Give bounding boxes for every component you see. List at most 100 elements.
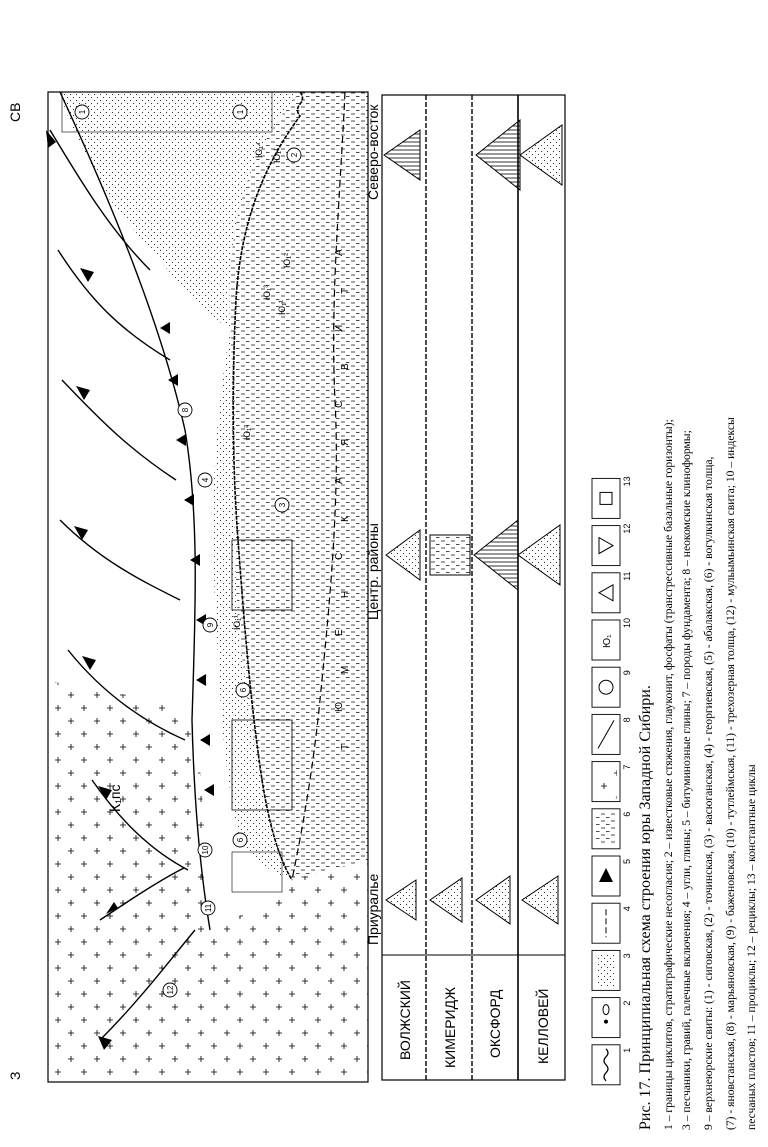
formation-letter: Е: [334, 629, 345, 636]
cycle-symbol-priuralye-4: [522, 876, 558, 924]
cycle-symbol-priuralye-2: [430, 878, 462, 922]
svg-text:6: 6: [239, 687, 248, 692]
horizon-index-icon: Ю₁: [592, 620, 620, 660]
svg-text:1: 1: [78, 109, 87, 114]
svg-text:Ю₁: Ю₁: [602, 634, 613, 648]
circled-index-icon: [592, 667, 620, 707]
formation-letter: Т: [340, 288, 351, 294]
circled-index: 8: [178, 403, 192, 417]
square-icon: [592, 478, 620, 518]
legend-number: 5: [622, 859, 632, 864]
formation-letter: И: [334, 325, 345, 332]
legend-number: 9: [622, 670, 632, 675]
black-triangle-icon: [592, 856, 620, 896]
region-header-northeast: Северо-восток: [365, 104, 381, 200]
caption-line-5: песчаных пластов; 11 – проциклы; 12 – ре…: [745, 764, 758, 1130]
legend-number: 12: [622, 524, 632, 534]
stage-volzhsky: ВОЛЖСКИЙ: [396, 980, 413, 1060]
svg-text:10: 10: [201, 845, 210, 854]
circled-index: 3: [275, 498, 289, 512]
legend-number: 3: [622, 953, 632, 958]
caption-line-3: 9 – верхнеюрские свиты: (1) - сиговская,…: [702, 456, 715, 1130]
horizon-label: Ю₁¹: [277, 300, 287, 315]
section-label: К₁пс: [107, 785, 123, 812]
legend-number: 11: [622, 571, 632, 580]
sand-dots-icon: [592, 950, 620, 990]
stage-table: Приуралье Центр. районы Северо-восток ВО…: [365, 95, 565, 1080]
triangle-down-icon: [592, 526, 620, 566]
circled-index: 2: [287, 148, 301, 162]
stage-oxford: ОКСФОРД: [487, 989, 503, 1058]
wavy-line-icon: [592, 1045, 620, 1085]
svg-text:8: 8: [181, 407, 190, 412]
svg-text:9: 9: [206, 622, 215, 627]
legend-number: 13: [622, 476, 632, 486]
cycle-symbol-ne-2: [476, 120, 520, 190]
legend-number: 1: [622, 1048, 632, 1053]
horizon-label: Ю₁²: [282, 253, 292, 268]
caption-line-1: 1 – границы циклитов, стратиграфические …: [662, 419, 675, 1130]
cycle-symbol-center-2: [430, 535, 470, 575]
formation-letter: А: [334, 249, 345, 256]
svg-text:6: 6: [236, 837, 245, 842]
caption-line-2: 3 – песчаники, гравий, галечные включени…: [680, 430, 693, 1130]
svg-text:11: 11: [204, 903, 213, 912]
formation-letter: С: [334, 553, 345, 560]
horizon-label: Ю₁²: [242, 425, 252, 440]
stage-kimeridge: КИМЕРИДЖ: [442, 987, 458, 1068]
caption-title: Рис. 17. Принципиальная схема строения ю…: [637, 685, 654, 1130]
cycle-symbol-priuralye-3: [476, 876, 510, 924]
formation-letter: Ю: [334, 702, 345, 712]
formation-letter: Т: [340, 744, 351, 750]
northeast-label: СВ: [7, 103, 23, 122]
cycle-symbol-center-4: [518, 525, 560, 585]
cycle-symbol-ne-1: [384, 130, 420, 180]
circled-index: 6: [236, 683, 250, 697]
caption-line-4: (7) - яновстанская, (8) - марьяновская, …: [724, 417, 737, 1130]
formation-letter: М: [340, 666, 351, 674]
west-label: З: [7, 1072, 23, 1080]
triangle-up-icon: [592, 573, 620, 613]
formation-letter: Н: [340, 591, 351, 598]
legend-number: 2: [622, 1001, 632, 1006]
region-header-priuralye: Приуралье: [365, 873, 381, 945]
stage-table-frame: [382, 95, 565, 1080]
circled-index: 1: [233, 105, 247, 119]
formation-letter: С: [334, 401, 345, 408]
region-header-center: Центр. районы: [365, 523, 381, 620]
svg-text:1: 1: [236, 109, 245, 114]
svg-text:12: 12: [166, 985, 175, 994]
concretion-dots-icon: [592, 998, 620, 1038]
formation-letter: Я: [340, 439, 351, 446]
formation-letter: В: [340, 363, 351, 370]
formation-letter: К: [340, 516, 351, 522]
formation-letter: А: [334, 477, 345, 484]
circled-index: 12: [163, 983, 177, 997]
horizon-label: Ю₁⁴: [254, 142, 264, 158]
legend-number: 6: [622, 812, 632, 817]
clay-dash-icon: [592, 809, 620, 849]
svg-text:2: 2: [290, 152, 299, 157]
circled-index: 1: [75, 105, 89, 119]
dash-lines-icon: [592, 903, 620, 943]
legend-number: 4: [622, 906, 632, 911]
legend-number: 10: [622, 618, 632, 628]
circled-index: 6: [233, 833, 247, 847]
circled-index: 4: [198, 473, 212, 487]
stage-kelloveian: КЕЛЛОВЕЙ: [534, 989, 551, 1065]
cycle-symbol-center-3: [474, 520, 518, 590]
caption: Рис. 17. Принципиальная схема строения ю…: [637, 417, 758, 1130]
svg-text:4: 4: [201, 477, 210, 482]
horizon-label: Ю₁¹: [272, 148, 282, 163]
svg-text:3: 3: [278, 502, 287, 507]
cycle-symbol-ne-3: [520, 125, 562, 185]
basement-crosses-icon: [592, 762, 620, 802]
circled-index: 11: [201, 901, 215, 915]
cycle-symbol-center-1: [386, 530, 420, 580]
horizon-label: Ю₁¹: [232, 615, 242, 630]
legend-number: 7: [622, 765, 632, 770]
circled-index: 10: [198, 843, 212, 857]
circled-index: 9: [203, 618, 217, 632]
